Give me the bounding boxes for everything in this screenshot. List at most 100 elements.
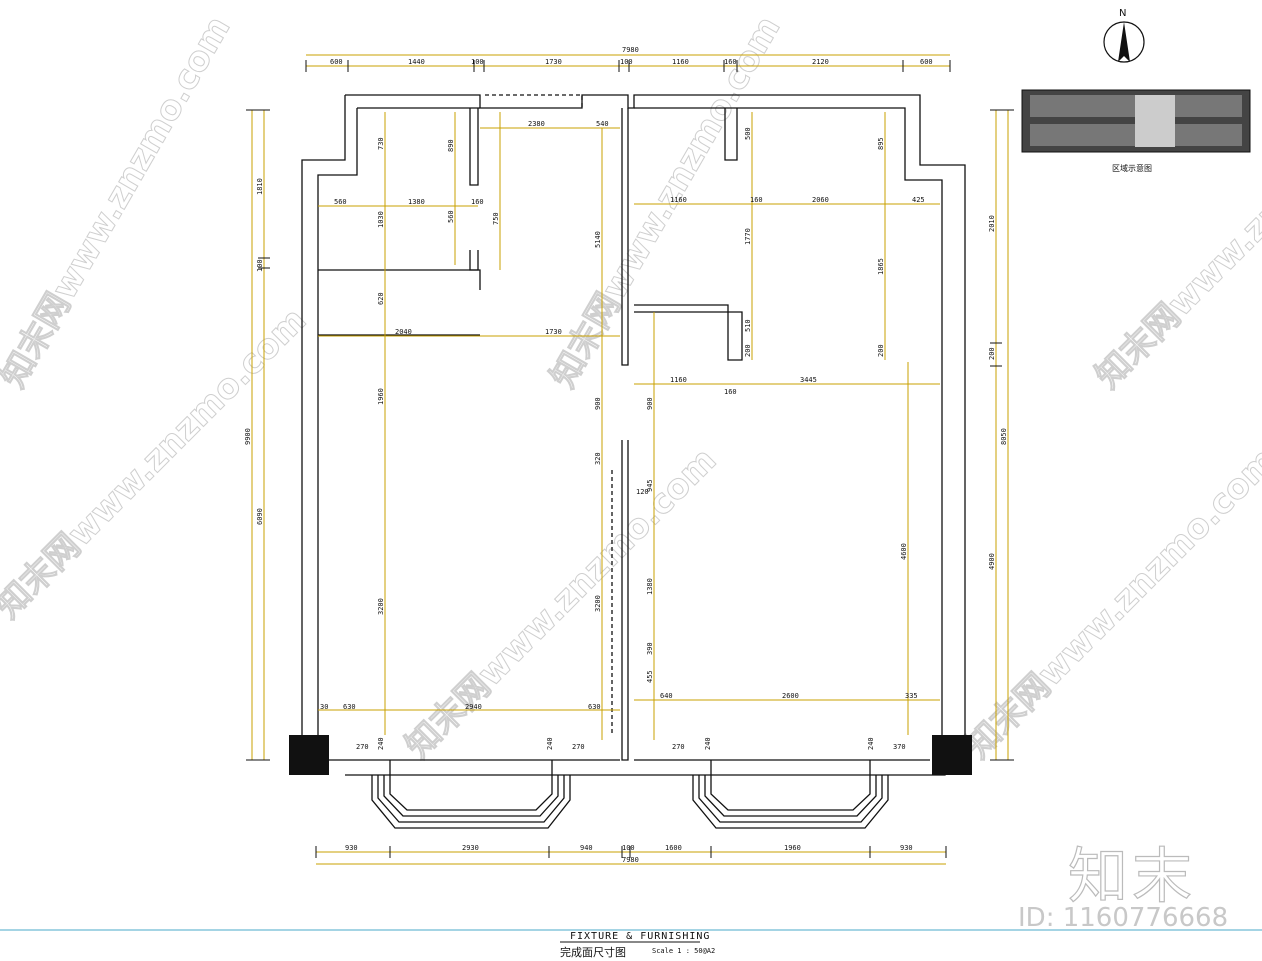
dim-label: 370: [893, 743, 906, 751]
bay-window-right: [692, 760, 889, 829]
dim-label: 100: [256, 259, 264, 272]
dim-label: 335: [905, 692, 918, 700]
dim-label: 2600: [782, 692, 799, 700]
dim-label: 945: [646, 479, 654, 492]
dim-label: 2380: [528, 120, 545, 128]
dim-label: 6090: [256, 508, 264, 525]
dim-label: 1960: [377, 388, 385, 405]
dim-label: 900: [646, 397, 654, 410]
dim-label: 1960: [784, 844, 801, 852]
left-dimension-chain: 9900 1810 100 6090: [244, 109, 270, 761]
dim-label: 4900: [988, 553, 996, 570]
key-plan-caption: 区域示意图: [1112, 164, 1152, 173]
dim-label: 240: [377, 737, 385, 750]
dim-label: 240: [704, 737, 712, 750]
dim-label: 630: [588, 703, 601, 711]
dim-label: 2930: [462, 844, 479, 852]
dim-label: 1730: [545, 328, 562, 336]
column: [289, 735, 329, 775]
dim-label: 1865: [877, 258, 885, 275]
dim-label: 1730: [545, 58, 562, 66]
dim-label: 2940: [465, 703, 482, 711]
dim-label: 510: [744, 319, 752, 332]
drawing-title-en: FIXTURE & FURNISHING: [570, 931, 711, 942]
dim-label: 270: [356, 743, 369, 751]
dim-label: 500: [744, 127, 752, 140]
dim-label: 320: [594, 452, 602, 465]
dim-label: 3445: [800, 376, 817, 384]
north-arrow: [1103, 21, 1145, 63]
right-dimension-chain: 2010 200 4900 8050: [988, 109, 1014, 761]
dim-label: 160: [724, 388, 737, 396]
north-label: N: [1119, 8, 1127, 19]
dim-label: 1160: [670, 196, 687, 204]
bay-window-left: [371, 760, 571, 829]
dim-label: 1380: [646, 578, 654, 595]
dim-label: 930: [900, 844, 913, 852]
dim-label: 2060: [812, 196, 829, 204]
drawing-scale: Scale 1 : 50@A2: [652, 947, 716, 955]
dim-label: 900: [594, 397, 602, 410]
dim-label: 890: [447, 139, 455, 152]
dim-label: 2040: [395, 328, 412, 336]
dim-label: 5140: [594, 231, 602, 248]
dim-label: 1770: [744, 228, 752, 245]
interior-dimension-labels: 730 890 560 1380 160 1030 560 750 1960 5…: [320, 120, 925, 751]
dim-label: 160: [724, 58, 737, 66]
dim-label: 120: [636, 488, 649, 496]
dim-label: 640: [660, 692, 673, 700]
dim-label: 2120: [812, 58, 829, 66]
dim-label: 200: [877, 344, 885, 357]
dim-total-right: 8050: [1000, 428, 1008, 445]
dim-label: 2010: [988, 215, 996, 232]
dim-label: 895: [877, 137, 885, 150]
dim-total-bottom: 7980: [622, 856, 639, 864]
dim-label: 30: [320, 703, 328, 711]
dim-label: 600: [920, 58, 933, 66]
dim-label: 750: [492, 212, 500, 225]
dim-label: 100: [620, 58, 633, 66]
dim-total-left: 9900: [244, 428, 252, 445]
key-plan: [1021, 89, 1251, 153]
walls: [289, 94, 972, 776]
dim-label: 240: [867, 737, 875, 750]
dim-label: 560: [334, 198, 347, 206]
dim-label: 600: [330, 58, 343, 66]
dim-label: 100: [471, 58, 484, 66]
dim-label: 1810: [256, 178, 264, 195]
dim-label: 390: [646, 642, 654, 655]
dim-label: 1380: [408, 198, 425, 206]
dim-label: 3200: [594, 595, 602, 612]
drawing-title-cn: 完成面尺寸图: [560, 946, 626, 959]
interior-dimension-lines: [318, 112, 940, 740]
image-id: ID: 1160776668: [1018, 903, 1229, 933]
dim-label: 540: [596, 120, 609, 128]
dim-label: 100: [622, 844, 635, 852]
dim-label: 455: [646, 670, 654, 683]
dim-label: 1440: [408, 58, 425, 66]
dim-label: 630: [343, 703, 356, 711]
brand-logo: 知末: [1067, 841, 1196, 912]
dim-total-top: 7980: [622, 46, 639, 54]
dim-label: 620: [377, 292, 385, 305]
dim-label: 3200: [377, 598, 385, 615]
dim-label: 1030: [377, 211, 385, 228]
dim-label: 425: [912, 196, 925, 204]
dim-label: 200: [744, 344, 752, 357]
dim-label: 4600: [900, 543, 908, 560]
dim-label: 940: [580, 844, 593, 852]
dim-label: 1600: [665, 844, 682, 852]
bottom-dimension-chain: 930 2930 940 100 1600 1960 930 7980: [315, 844, 947, 865]
dim-label: 270: [672, 743, 685, 751]
dim-label: 200: [988, 347, 996, 360]
dim-label: 160: [471, 198, 484, 206]
dim-label: 1160: [672, 58, 689, 66]
dim-label: 240: [546, 737, 554, 750]
top-dimension-chain: 7980 600 1440 100 1730 100 1160 160 2120…: [305, 46, 951, 72]
dim-label: 560: [447, 210, 455, 223]
column: [932, 735, 972, 775]
dim-label: 730: [377, 137, 385, 150]
dim-label: 930: [345, 844, 358, 852]
